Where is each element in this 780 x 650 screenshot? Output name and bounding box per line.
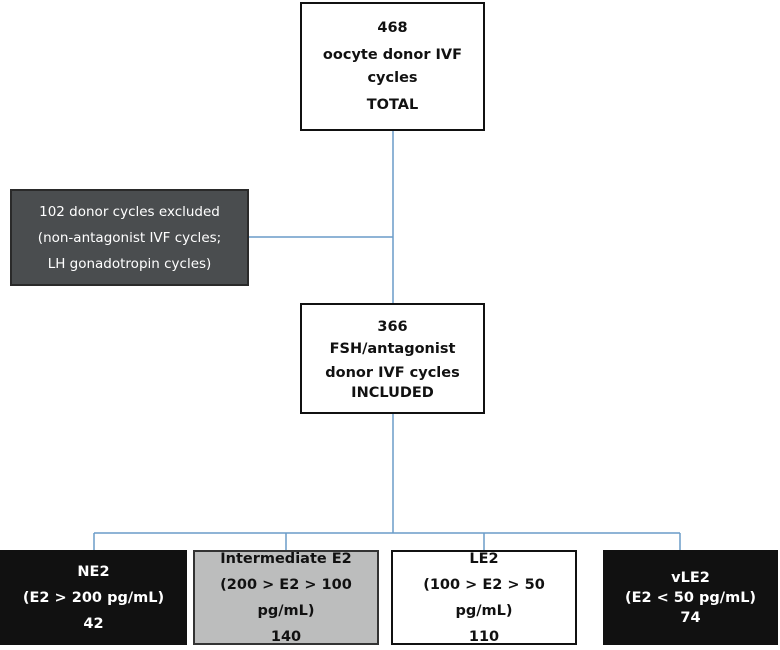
total-line2: cycles [367,69,418,86]
group-le2-count: 110 [468,628,500,645]
group-ne2-count: 42 [83,615,104,632]
excluded-line3: LH gonadotropin cycles) [47,255,212,272]
included-line1: FSH/antagonist [329,340,456,357]
group-ne2-box: NE2 (E2 > 200 pg/mL) 42 [0,550,187,645]
included-line2: donor IVF cycles [325,364,460,381]
group-le2-box: LE2 (100 > E2 > 50 pg/mL) 110 [391,550,577,645]
group-intermediate-box: Intermediate E2 (200 > E2 > 100 pg/mL) 1… [193,550,379,645]
group-vle2-range: (E2 < 50 pg/mL) [624,589,757,606]
group-intermediate-name: Intermediate E2 [220,550,352,567]
group-ne2-range: (E2 > 200 pg/mL) [22,589,165,606]
group-vle2-box: vLE2 (E2 < 50 pg/mL) 74 [603,550,778,645]
excluded-cycles-box: 102 donor cycles excluded (non-antagonis… [10,189,249,286]
group-intermediate-count: 140 [270,628,302,645]
group-vle2-count: 74 [680,609,701,626]
group-vle2-name: vLE2 [671,569,710,586]
group-ne2-name: NE2 [77,563,110,580]
total-count: 468 [377,19,408,36]
total-line1: oocyte donor IVF [322,46,463,63]
group-le2-name: LE2 [469,550,499,567]
excluded-line2: (non-antagonist IVF cycles; [37,229,222,246]
included-label: INCLUDED [351,384,434,401]
total-cycles-box: 468 oocyte donor IVF cycles TOTAL [300,2,485,131]
excluded-line1: 102 donor cycles excluded [39,203,220,220]
group-le2-range: (100 > E2 > 50 pg/mL) [423,576,545,619]
total-label: TOTAL [366,96,419,113]
included-cycles-box: 366 FSH/antagonist donor IVF cycles INCL… [300,303,485,414]
included-count: 366 [377,318,408,335]
group-intermediate-range: (200 > E2 > 100 pg/mL) [220,576,352,619]
